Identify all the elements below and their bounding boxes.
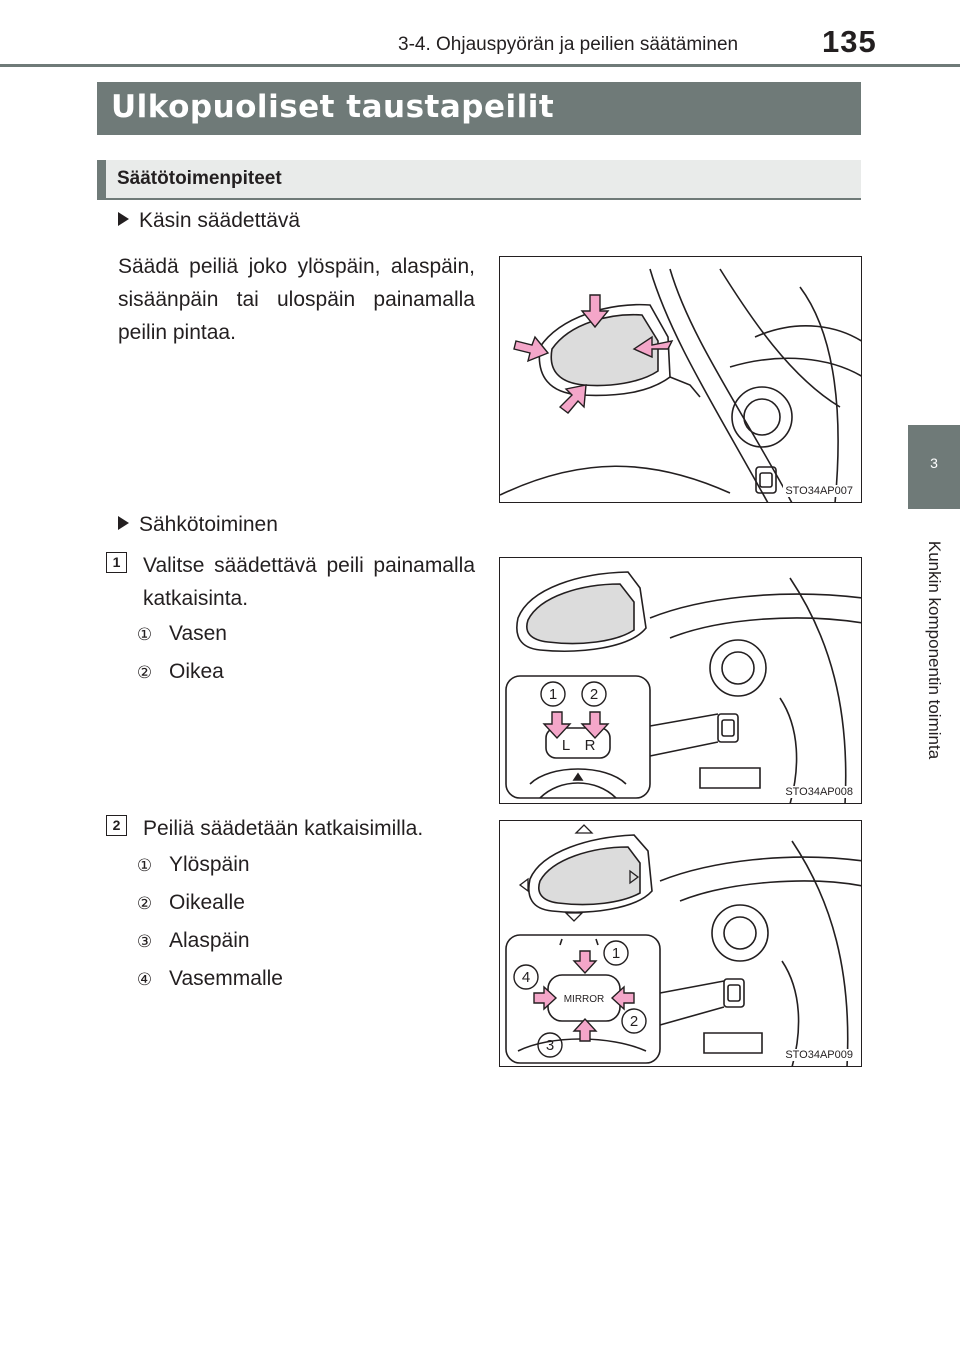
- figure-code: STO34AP009: [783, 1049, 855, 1061]
- arrow-right-icon: [533, 985, 558, 1011]
- electric-heading-text: Sähkötoiminen: [139, 513, 278, 536]
- arrow-up-icon: [558, 384, 587, 414]
- direction-right-icon: [629, 869, 640, 885]
- list-item: ① Ylöspäin: [134, 853, 250, 877]
- item-number: ③: [136, 932, 153, 952]
- figure-manual-mirror: STO34AP007: [499, 256, 862, 503]
- item-label: Vasemmalle: [169, 967, 283, 990]
- svg-text:2: 2: [590, 686, 598, 703]
- page-title: Ulkopuoliset taustapeilit: [97, 82, 861, 135]
- switch-label-right: R: [585, 737, 596, 754]
- list-item: ④ Vasemmalle: [134, 967, 283, 991]
- item-number: ①: [136, 625, 153, 645]
- arrow-down-icon: [542, 711, 572, 740]
- subtitle-text: Säätötoimenpiteet: [117, 168, 282, 189]
- subtitle-bar: Säätötoimenpiteet: [97, 160, 861, 200]
- manual-heading-text: Käsin säädettävä: [139, 209, 301, 232]
- triangle-bullet-icon: [118, 212, 129, 226]
- item-label: Oikea: [169, 660, 224, 683]
- header-rule: [0, 64, 960, 67]
- callout-1-icon: [540, 681, 566, 707]
- mirror-adjust-illustration: 1 2 3 4 MIRROR: [505, 824, 861, 1066]
- direction-up-icon: [574, 824, 594, 834]
- item-number: ②: [136, 663, 153, 683]
- item-number: ④: [136, 970, 153, 990]
- manual-mirror-illustration: [500, 268, 861, 502]
- step2-paragraph: Peiliä säädetään katkaisimilla.: [143, 817, 424, 840]
- pink-arrows: [513, 294, 674, 414]
- mirror-select-illustration: 1 2 L R: [505, 571, 861, 803]
- direction-left-icon: [518, 877, 529, 893]
- item-label: Vasen: [169, 622, 227, 645]
- callout-3-icon: [537, 1032, 563, 1058]
- pink-arrows: [533, 950, 635, 1042]
- figure-mirror-select: 1 2 L R STO34AP008: [499, 557, 862, 804]
- triangle-bullet-icon: [118, 516, 129, 530]
- arrow-down-icon: [580, 294, 610, 329]
- callout-2-icon: [621, 1008, 647, 1034]
- list-item: ② Oikea: [134, 660, 224, 684]
- svg-text:2: 2: [630, 1013, 638, 1030]
- callout-2-icon: [581, 681, 607, 707]
- figure-mirror-adjust: 1 2 3 4 MIRROR STO34AP009: [499, 820, 862, 1067]
- electric-heading: Sähkötoiminen: [118, 513, 278, 537]
- svg-text:4: 4: [522, 969, 530, 986]
- arrow-down-icon: [572, 950, 598, 975]
- page-number: 135: [822, 24, 877, 59]
- list-item: ③ Alaspäin: [134, 929, 250, 953]
- pink-arrows: [542, 711, 610, 740]
- direction-down-icon: [564, 912, 584, 922]
- arrow-right-icon: [513, 335, 550, 363]
- item-number: ①: [136, 856, 153, 876]
- arrow-down-icon: [580, 711, 610, 740]
- subtitle-stripe: [97, 160, 106, 198]
- svg-text:3: 3: [546, 1037, 554, 1054]
- item-label: Ylöspäin: [169, 853, 250, 876]
- callout-1-icon: [603, 940, 629, 966]
- switch-label-left: L: [562, 737, 570, 754]
- list-item: ② Oikealle: [134, 891, 245, 915]
- figure-code: STO34AP007: [783, 485, 855, 497]
- figure-code: STO34AP008: [783, 786, 855, 798]
- arrow-up-icon: [572, 1017, 598, 1042]
- item-label: Alaspäin: [169, 929, 250, 952]
- svg-text:1: 1: [549, 686, 557, 703]
- chapter-tab: 3: [908, 425, 960, 509]
- step1-paragraph: Valitse säädettävä peili painamalla katk…: [143, 554, 475, 610]
- callout-4-icon: [513, 964, 539, 990]
- arrow-left-icon: [632, 335, 674, 359]
- section-title: 3-4. Ohjauspyörän ja peilien säätäminen: [398, 34, 739, 55]
- arrow-left-icon: [610, 985, 635, 1011]
- manual-heading: Käsin säädettävä: [118, 209, 300, 233]
- item-label: Oikealle: [169, 891, 245, 914]
- svg-text:1: 1: [612, 945, 620, 962]
- item-number: ②: [136, 894, 153, 914]
- switch-label: MIRROR: [564, 994, 605, 1005]
- list-item: ① Vasen: [134, 622, 227, 646]
- chapter-title: Kunkin komponentin toiminta: [925, 540, 944, 760]
- step-number-box: 2: [106, 815, 127, 836]
- step-number-box: 1: [106, 552, 127, 573]
- manual-paragraph: Säädä peiliä joko ylöspäin, alaspäin, si…: [118, 255, 475, 344]
